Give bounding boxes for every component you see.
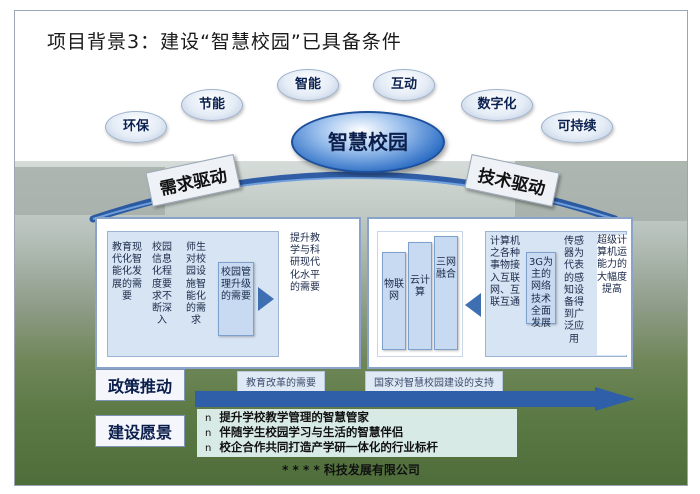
bullet-marker: n	[205, 413, 212, 424]
vision-item-1-text: 提升学校教学管理的智慧管家	[219, 410, 369, 424]
policy-arrow-icon	[195, 387, 635, 411]
vision-area	[197, 409, 517, 457]
bubble-sustainable: 可持续	[541, 111, 613, 143]
bubble-digital: 数字化	[461, 89, 533, 121]
bubble-interactive: 互动	[373, 69, 435, 101]
company-footer: * * * * 科技发展有限公司	[282, 463, 420, 477]
tech-item-cloud: 云计算	[410, 275, 430, 299]
tech-item-4: 计算机之各种事物接入互联网、互联互通	[490, 236, 520, 309]
bubble-smart: 智能	[277, 69, 339, 101]
bullet-marker: n	[205, 443, 212, 454]
vision-label: 建设愿景	[95, 415, 186, 447]
demand-item-4: 校园管理升级的需要	[221, 267, 251, 303]
policy-label: 政策推动	[95, 369, 186, 401]
vision-item-2: n 伴随学生校园学习与生活的智慧伴侣	[205, 424, 403, 440]
demand-arrow-icon	[258, 287, 274, 311]
tech-arrow-icon	[465, 293, 481, 317]
tech-panel: 物联网 云计算 三网融合 计算机之各种事物接入互联网、互联互通 3G为主的网络技…	[367, 217, 633, 369]
tech-item-2: 传感器为代表的感知设备得到广泛应用	[564, 236, 584, 345]
bubble-environmental: 环保	[105, 111, 167, 143]
tech-item-3: 3G为主的网络技术全面发展	[528, 257, 554, 330]
demand-item-4-box: 校园管理升级的需要	[218, 262, 254, 336]
vision-item-2-text: 伴随学生校园学习与生活的智慧伴侣	[219, 425, 404, 439]
tech-item-3-box: 3G为主的网络技术全面发展	[526, 252, 556, 330]
smart-campus-ellipse: 智慧校园	[291, 111, 445, 173]
tech-item-cloud-box: 云计算	[408, 242, 432, 350]
tech-item-iot-box: 物联网	[382, 252, 406, 350]
vision-item-3-text: 校企合作共同打造产学研一体化的行业标杆	[219, 440, 438, 454]
demand-inner-box: 教育现代化智能化发展的需要 校园信息化程度要求不断深入 师生对校园设施智能化的需…	[107, 231, 279, 357]
demand-item-5: 提升教学与科研现代化水平的需要	[290, 233, 320, 293]
page-title: 项目背景3：建设“智慧校园”已具备条件	[47, 31, 402, 53]
tech-core-box: 物联网 云计算 三网融合	[377, 231, 463, 357]
slide: 项目背景3：建设“智慧校园”已具备条件 环保 节能 智能 互动 数字化 可持续 …	[14, 10, 688, 486]
bullet-marker: n	[205, 428, 212, 439]
demand-panel: 教育现代化智能化发展的需要 校园信息化程度要求不断深入 师生对校园设施智能化的需…	[95, 217, 361, 369]
vision-item-3: n 校企合作共同打造产学研一体化的行业标杆	[205, 439, 438, 455]
demand-item-1: 教育现代化智能化发展的需要	[112, 242, 142, 302]
tech-item-1: 超级计算机运能力的大幅度提高	[597, 235, 627, 355]
tech-item-iot: 物联网	[384, 279, 404, 303]
tech-item-triple-box: 三网融合	[434, 236, 458, 350]
demand-item-3: 师生对校园设施智能化的需求	[186, 242, 206, 327]
bubble-energy-saving: 节能	[181, 89, 243, 121]
vision-item-1: n 提升学校教学管理的智慧管家	[205, 409, 369, 425]
tech-item-triple: 三网融合	[436, 257, 456, 281]
demand-item-2: 校园信息化程度要求不断深入	[152, 242, 172, 327]
